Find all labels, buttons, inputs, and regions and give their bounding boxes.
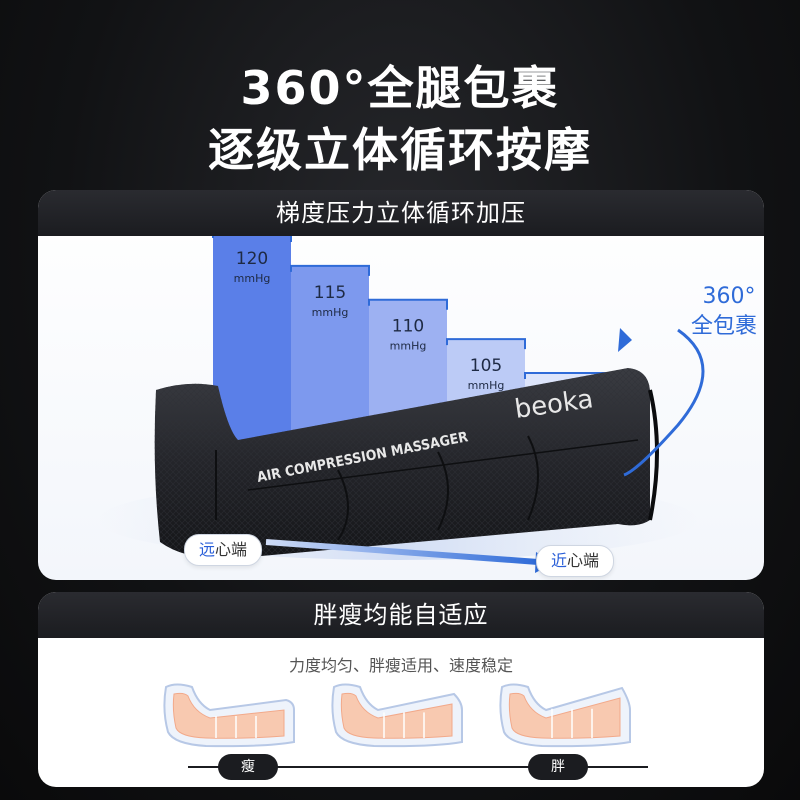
pressure-bar-edge — [290, 264, 370, 276]
wrap-label-full: 全包裹 — [690, 314, 757, 339]
wrap-arrow-head — [618, 328, 632, 352]
pressure-value: 105 — [470, 356, 502, 376]
compression-sleeve — [154, 368, 659, 559]
pressure-unit: mmHg — [468, 379, 505, 392]
adapt-card: 胖瘦均能自适应 力度均匀、胖瘦适用、速度稳定 瘦 胖 — [38, 592, 764, 787]
far-end-highlight: 远 — [199, 540, 216, 559]
pressure-card-title: 梯度压力立体循环加压 — [38, 190, 764, 236]
leg-skin — [172, 692, 285, 739]
headline-line-2: 逐级立体循环按摩 — [208, 123, 592, 177]
pressure-illustration: 120mmHg115mmHg110mmHg105mmHg100mmHg beok… — [98, 231, 705, 573]
fat-label: 胖 — [528, 754, 588, 780]
adapt-subtitle: 力度均匀、胖瘦适用、速度稳定 — [288, 656, 513, 675]
pressure-bar-120 — [213, 232, 291, 452]
near-end-highlight: 近 — [551, 551, 568, 570]
pressure-unit: mmHg — [312, 306, 349, 319]
headline-line-1: 360°全腿包裹 — [240, 61, 560, 115]
pressure-bar-edge — [368, 298, 448, 310]
pressure-bar-edge — [446, 338, 526, 350]
pressure-card: 120mmHg115mmHg110mmHg105mmHg100mmHg beok… — [38, 190, 764, 580]
pressure-unit: mmHg — [390, 340, 427, 353]
pressure-value: 110 — [392, 317, 424, 337]
pressure-value: 115 — [314, 283, 346, 303]
pressure-unit: mmHg — [234, 272, 271, 285]
leg-illustrations — [163, 683, 631, 748]
pressure-value: 120 — [236, 249, 268, 269]
adapt-card-title: 胖瘦均能自适应 — [38, 592, 764, 638]
thin-fat-scale — [188, 766, 648, 768]
far-end-pill: 远心端 — [184, 534, 263, 566]
wrap-label-360: 360° — [702, 284, 756, 309]
flow-arrow — [265, 539, 539, 565]
far-end-rest: 心端 — [215, 540, 248, 559]
near-end-pill: 近心端 — [536, 545, 615, 577]
thin-label: 瘦 — [218, 754, 278, 780]
wrap-arc — [623, 328, 705, 477]
near-end-rest: 心端 — [567, 551, 600, 570]
